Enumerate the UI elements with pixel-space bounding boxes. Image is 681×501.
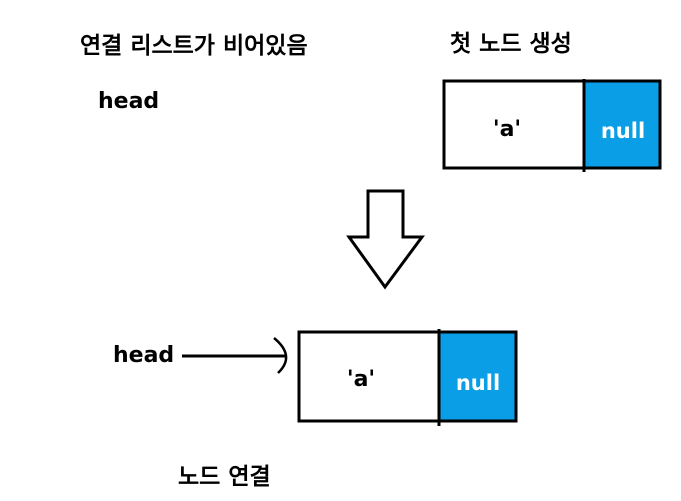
title-create-first-node: 첫 노드 생성 [450, 31, 572, 57]
node-linked-next-text: null [456, 371, 500, 395]
down-arrow [346, 189, 425, 290]
head-label-linked: head [113, 343, 175, 368]
node-created-next-field [584, 81, 660, 168]
node-created: 'a' null [442, 79, 662, 172]
title-empty-list: 연결 리스트가 비어있음 [80, 33, 308, 59]
node-linked-data-text: 'a' [347, 367, 375, 392]
title-link-node: 노드 연결 [178, 464, 271, 490]
node-linked: 'a' null [297, 329, 518, 426]
head-label-empty: head [98, 89, 160, 114]
node-created-data-text: 'a' [493, 117, 521, 142]
node-linked-next-field [439, 332, 516, 421]
head-pointer-arrow [182, 337, 288, 374]
node-created-box [442, 79, 662, 170]
node-created-next-text: null [601, 119, 645, 143]
node-linked-box [297, 330, 518, 423]
